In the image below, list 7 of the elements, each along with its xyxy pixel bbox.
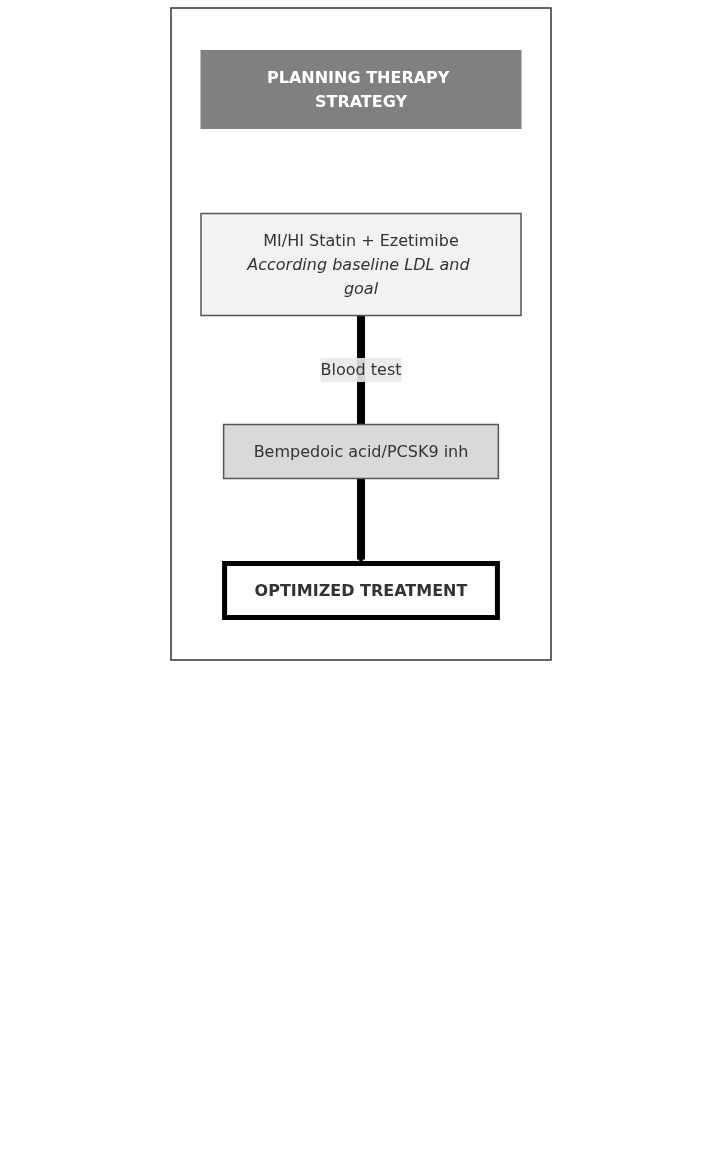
node-box: PLANNING THERAPY STRATEGY xyxy=(200,50,522,129)
arrow xyxy=(356,478,366,564)
node-box: MI/HI Statin + Ezetimibe According baseline LDL and goal xyxy=(200,212,522,317)
node-box: OPTIMIZED TREATMENT xyxy=(222,561,500,620)
cluster xyxy=(170,7,552,661)
node-box: Bempedoic acid/PCSK9 inh xyxy=(222,423,500,480)
edge-label: Blood test xyxy=(320,360,402,379)
